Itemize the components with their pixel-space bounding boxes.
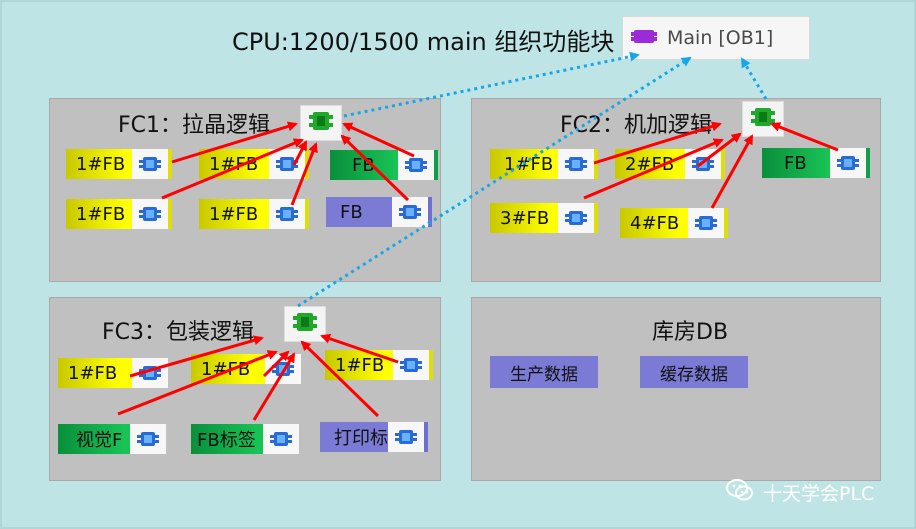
fb-block-icon (392, 197, 428, 227)
fb-block[interactable]: FB (762, 148, 870, 178)
fc3-title: FC3：包装逻辑 (102, 320, 255, 345)
fb-block[interactable]: FB (326, 197, 432, 227)
watermark: 十天学会PLC (725, 477, 874, 508)
fb-block-label: 视觉F (76, 430, 123, 451)
fb-block-label: 1#FB (209, 153, 259, 175)
fc2-title: FC2：机加逻辑 (560, 113, 713, 138)
db-title: 库房DB (652, 320, 729, 345)
fb-block-icon (269, 149, 305, 179)
fc-block-icon (751, 106, 775, 132)
fb-block-label: FB标签 (197, 430, 256, 451)
fb-block-icon (558, 149, 594, 179)
fb-block[interactable]: FB标签 (191, 424, 299, 454)
fb-block-label: 4#FB (630, 212, 680, 234)
watermark-text: 十天学会PLC (763, 483, 875, 505)
fb-block-icon (132, 199, 168, 229)
db-panel: 库房DB 生产数据 缓存数据 (471, 297, 881, 481)
fc3-panel: FC3：包装逻辑 1#FB 1#FB 1#FB 视觉F FB标签 打印标 (49, 297, 441, 481)
fb-block[interactable]: 1#FB (490, 149, 598, 179)
main-ob1-block[interactable]: Main [OB1] (622, 16, 810, 60)
fb-block-icon (558, 203, 594, 233)
fb-block[interactable]: 1#FB (58, 358, 168, 388)
fb-block-icon (130, 424, 166, 454)
fb-block-label: 打印标 (334, 428, 388, 449)
fb-block[interactable]: 1#FB (199, 149, 309, 179)
fb-block-icon (265, 354, 301, 384)
wechat-icon (725, 477, 755, 508)
fb-block[interactable]: 3#FB (490, 203, 598, 233)
fc1-block[interactable] (300, 105, 342, 141)
fc2-to-main-arrow (740, 57, 768, 100)
fb-block-label: FB (784, 152, 807, 174)
fb-block-label: FB (352, 154, 375, 176)
fb-block[interactable]: 1#FB (66, 199, 172, 229)
fb-block[interactable]: 4#FB (620, 208, 728, 238)
fb-block[interactable]: 1#FB (191, 354, 301, 384)
fb-block-icon (393, 350, 429, 380)
fb-block-label: 1#FB (209, 203, 259, 225)
fb-block-icon (830, 148, 866, 178)
db-item-production-data[interactable]: 生产数据 (490, 356, 598, 388)
fb-block[interactable]: 视觉F (58, 424, 166, 454)
fb-block-label: 1#FB (76, 203, 126, 225)
fc1-panel: FC1：拉晶逻辑 1#FB 1#FB FB 1#FB 1#FB FB (49, 98, 441, 282)
fb-block-icon (269, 199, 305, 229)
fc-block-icon (309, 110, 333, 136)
diagram-title: CPU:1200/1500 main 组织功能块 (232, 28, 615, 56)
fb-block[interactable]: 1#FB (325, 350, 433, 380)
fb-block[interactable]: FB (330, 150, 438, 180)
fb-block-label: 1#FB (201, 358, 251, 380)
db-item-cache-data[interactable]: 缓存数据 (640, 356, 748, 388)
fb-block-icon (398, 150, 434, 180)
fb-block-icon (263, 424, 299, 454)
fc2-block[interactable] (742, 101, 784, 137)
fb-block-label: 1#FB (76, 153, 126, 175)
fb-block-label: 1#FB (335, 354, 385, 376)
fb-block-label: 1#FB (68, 362, 118, 384)
ob-block-icon (631, 26, 657, 50)
fb-block-label: 1#FB (504, 153, 554, 175)
fc2-panel: FC2：机加逻辑 1#FB 2#FB FB 3#FB 4#FB (471, 98, 881, 282)
fc-block-icon (293, 311, 317, 337)
fb-block-icon (132, 149, 168, 179)
fb-block[interactable]: 1#FB (66, 149, 172, 179)
fb-block-label: 2#FB (625, 153, 675, 175)
fb-block-label: FB (340, 201, 363, 223)
fb-block-label: 3#FB (500, 207, 550, 229)
fb-block[interactable]: 1#FB (199, 199, 309, 229)
fb-block-icon (688, 208, 724, 238)
fb-block-icon (388, 422, 424, 452)
fb-block-icon (685, 149, 721, 179)
fb-block[interactable]: 打印标 (320, 422, 428, 452)
fb-block[interactable]: 2#FB (615, 149, 725, 179)
main-ob1-label: Main [OB1] (667, 27, 774, 49)
fc3-block[interactable] (284, 306, 326, 342)
fb-block-icon (132, 358, 168, 388)
fc1-title: FC1：拉晶逻辑 (118, 113, 271, 138)
